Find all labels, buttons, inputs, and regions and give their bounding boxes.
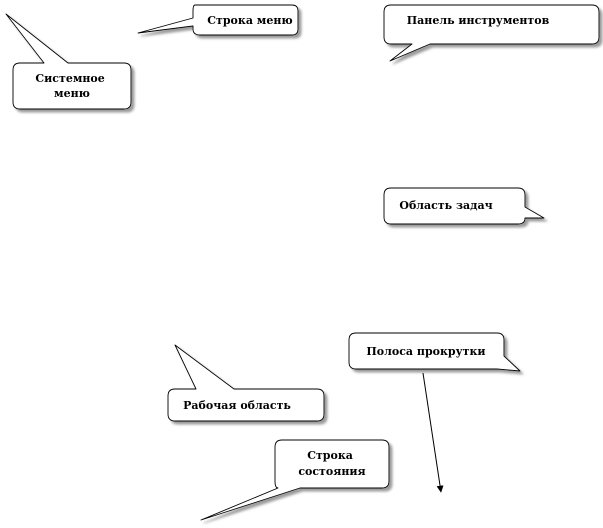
callout-status-bar-line-2: состояния [298,465,365,478]
callout-system-menu-line-2: меню [54,87,90,100]
callout-task-pane: Область задач [383,187,545,225]
callout-menu-bar: Строка меню [137,4,299,36]
callout-menu-bar-label: Строка меню [207,14,292,27]
callout-status-bar-shape [200,439,390,521]
callout-work-area-label: Рабочая область [183,399,291,412]
callout-scrollbar-shape [348,332,521,372]
callout-task-pane-label: Область задач [399,199,492,212]
callout-toolbar: Панель инструментов [383,4,600,62]
callout-work-area: Рабочая область [167,344,325,422]
callout-status-bar-line-1: Строка [307,449,353,462]
callout-scrollbar-label: Полоса прокрутки [366,345,485,358]
callout-system-menu-shape [5,13,132,110]
callout-scrollbar: Полоса прокрутки [348,332,521,493]
callout-system-menu-line-1: Системное [35,72,104,85]
scrollbar-pointer-arrow [422,372,444,493]
callout-system-menu-label: Системное меню [35,72,108,100]
callout-work-area-shape [167,344,325,422]
callout-status-bar: Строка состояния [200,439,390,521]
callout-system-menu: Системное меню [5,13,132,110]
callout-toolbar-shape [383,4,600,62]
callout-toolbar-label: Панель инструментов [407,14,550,27]
callout-status-bar-label: Строка состояния [298,449,365,478]
callout-task-pane-shape [383,187,545,225]
callout-menu-bar-shape [137,4,299,36]
